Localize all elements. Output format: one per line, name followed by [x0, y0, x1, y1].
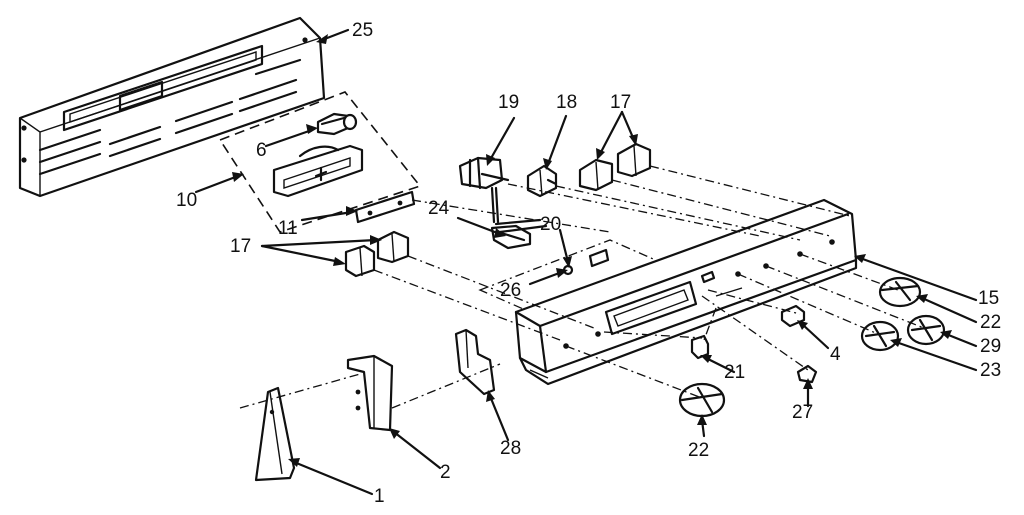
callout-25: 25	[352, 20, 373, 41]
part-19-thermostat	[458, 156, 532, 250]
part-28-end-bracket	[454, 328, 496, 396]
part-2-side-bracket	[346, 354, 394, 432]
part-17-upper-switches	[578, 142, 652, 192]
part-23-knob	[860, 320, 900, 352]
part-21-clip	[690, 334, 710, 360]
assembly-lines	[239, 165, 925, 409]
callout-10: 10	[176, 190, 197, 211]
callout-19: 19	[498, 92, 519, 113]
callout-27: 27	[792, 402, 813, 423]
part-24-capillary-tube	[494, 218, 548, 234]
callout-23: 23	[980, 360, 1001, 381]
callout-4: 4	[830, 344, 841, 365]
callout-17-lower: 17	[230, 236, 251, 257]
part-1-side-trim	[254, 386, 296, 482]
callout-6: 6	[256, 140, 267, 161]
callout-17-upper: 17	[610, 92, 631, 113]
part-6-clock-knob	[316, 112, 358, 136]
part-10-clock-assembly-group	[218, 91, 422, 233]
callout-22-upper: 22	[980, 312, 1001, 333]
callout-22-lower: 22	[688, 440, 709, 461]
part-11-clock-bracket	[354, 190, 416, 224]
callout-29: 29	[980, 336, 1001, 357]
part-15-control-panel	[514, 198, 858, 386]
leader-lines	[194, 28, 978, 496]
callout-labels: 25 6 10 11 17 24 20 26 19 18 17 15 22 29…	[176, 20, 1001, 507]
part-27-lens	[796, 364, 818, 384]
part-17-lower-switches	[344, 230, 410, 278]
callout-15: 15	[978, 288, 999, 309]
callout-20: 20	[540, 214, 561, 235]
part-29-knob	[906, 314, 946, 346]
part-22-knob-upper	[878, 276, 922, 308]
callout-1: 1	[374, 486, 385, 507]
callout-2: 2	[440, 462, 451, 483]
callout-11: 11	[278, 218, 298, 239]
callout-26: 26	[500, 280, 521, 301]
part-18-switch	[526, 164, 558, 198]
part-25-backguard-panel	[18, 16, 326, 198]
part-10-clock-timer	[272, 144, 364, 198]
callout-24: 24	[428, 198, 450, 219]
callout-28: 28	[500, 438, 521, 459]
part-22-knob-lower	[678, 382, 726, 418]
callout-18: 18	[556, 92, 577, 113]
callout-21: 21	[724, 362, 745, 383]
